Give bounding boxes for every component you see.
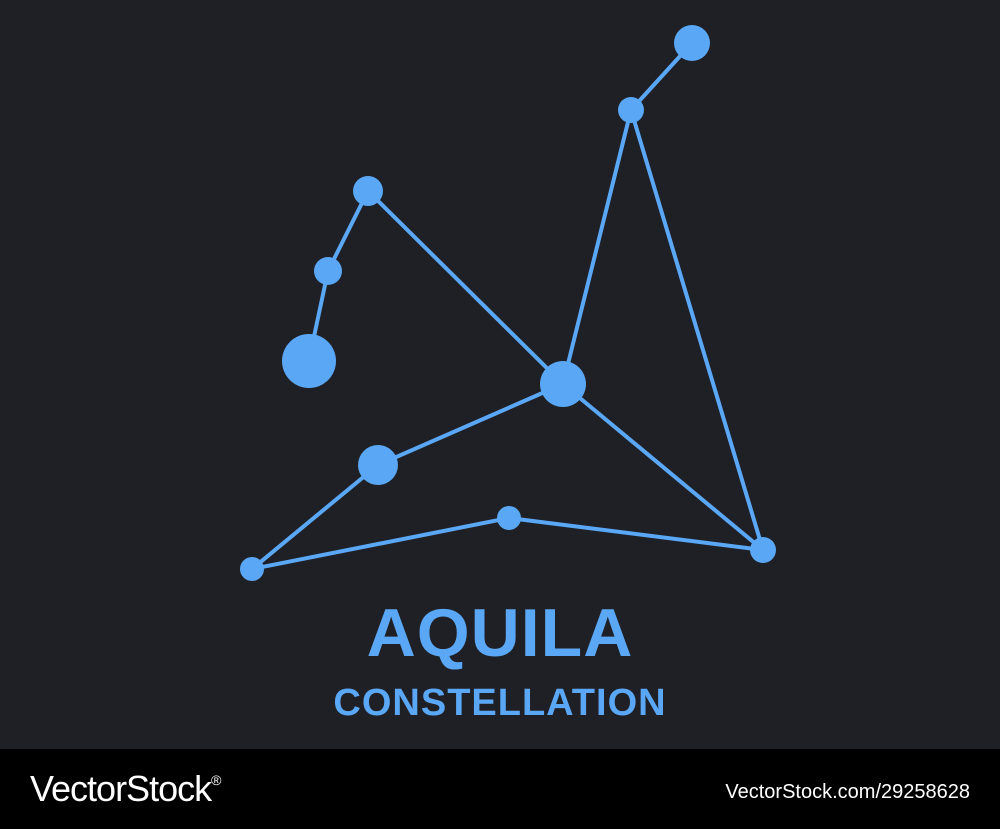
constellation-stars — [240, 25, 776, 581]
star-head-top — [353, 176, 383, 206]
line-center-to-right — [561, 382, 765, 552]
image-id: VectorStock.com/29258628 — [725, 781, 970, 803]
line-center-to-left — [376, 382, 565, 467]
brand-name: VectorStock — [30, 768, 212, 809]
line-wing-to-center — [561, 108, 633, 386]
star-head-mid — [314, 257, 342, 285]
star-bottom-right — [750, 537, 776, 563]
constellation-diagram — [240, 25, 776, 581]
star-head-large — [282, 334, 336, 388]
star-bottom-left — [240, 557, 264, 581]
star-center — [540, 361, 586, 407]
star-tail-top — [674, 25, 710, 61]
star-left — [358, 445, 398, 485]
line-wing-to-tail — [629, 108, 765, 552]
watermark-logo: VectorStock® — [30, 768, 221, 810]
constellation-lines — [250, 41, 765, 571]
registered-mark: ® — [211, 772, 221, 788]
constellation-subtitle: CONSTELLATION — [333, 682, 667, 724]
line-left-to-bottom — [250, 463, 380, 571]
constellation-name: AQUILA — [366, 595, 634, 671]
star-wing-top — [618, 97, 644, 123]
line-mid-to-right — [507, 516, 765, 552]
star-middle-bottom — [497, 506, 521, 530]
line-bottom-to-mid — [250, 516, 511, 571]
stock-footer: VectorStock® VectorStock.com/29258628 — [0, 749, 1000, 829]
line-head-upper — [366, 189, 565, 386]
